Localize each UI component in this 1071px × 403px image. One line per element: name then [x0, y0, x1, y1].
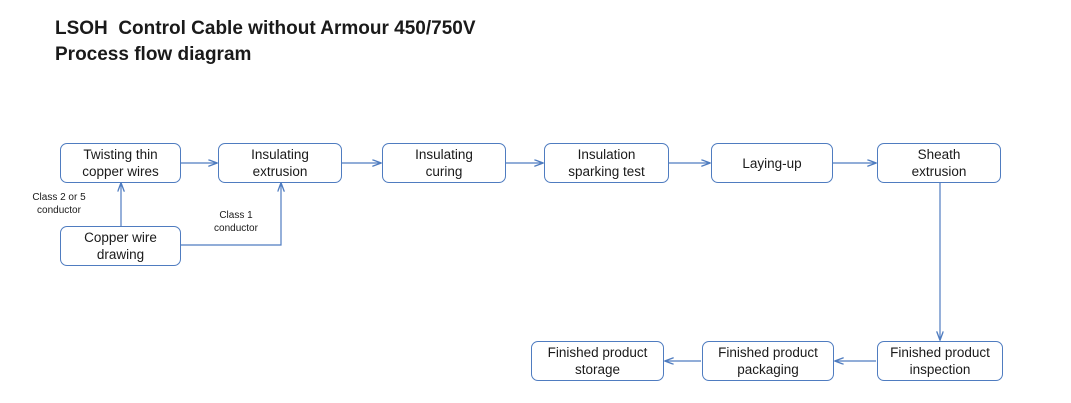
node-label: Twisting thin copper wires [82, 147, 159, 179]
arrow-copper-drawing-to-insulating-extrusion [181, 183, 281, 246]
node-label: Laying-up [742, 155, 802, 171]
node-copper-wire-drawing[interactable]: Copper wire drawing [60, 226, 181, 266]
node-finished-product-inspection[interactable]: Finished product inspection [877, 341, 1003, 381]
node-label: Copper wire drawing [84, 230, 157, 262]
node-label: Finished product packaging [718, 345, 818, 377]
node-label: Finished product storage [547, 345, 648, 377]
node-insulating-extrusion[interactable]: Insulating extrusion [218, 143, 342, 183]
node-finished-product-storage[interactable]: Finished product storage [531, 341, 664, 381]
node-laying-up[interactable]: Laying-up [711, 143, 833, 183]
node-label: Insulating curing [415, 147, 473, 179]
node-label: Finished product inspection [890, 345, 990, 377]
node-twisting-thin-copper-wires[interactable]: Twisting thin copper wires [60, 143, 181, 183]
node-insulation-sparking-test[interactable]: Insulation sparking test [544, 143, 669, 183]
diagram-title: LSOH Control Cable without Armour 450/75… [55, 16, 755, 68]
title-line-1: LSOH Control Cable without Armour 450/75… [55, 18, 476, 39]
edge-label-class-2-or-5-conductor: Class 2 or 5 conductor [32, 192, 86, 216]
edge-label-class-1-conductor: Class 1 conductor [214, 210, 258, 234]
node-finished-product-packaging[interactable]: Finished product packaging [702, 341, 834, 381]
node-label: Insulation sparking test [568, 147, 645, 179]
node-insulating-curing[interactable]: Insulating curing [382, 143, 506, 183]
title-line-2: Process flow diagram [55, 44, 252, 65]
node-label: Sheath extrusion [911, 147, 967, 179]
node-label: Insulating extrusion [251, 147, 309, 179]
node-sheath-extrusion[interactable]: Sheath extrusion [877, 143, 1001, 183]
